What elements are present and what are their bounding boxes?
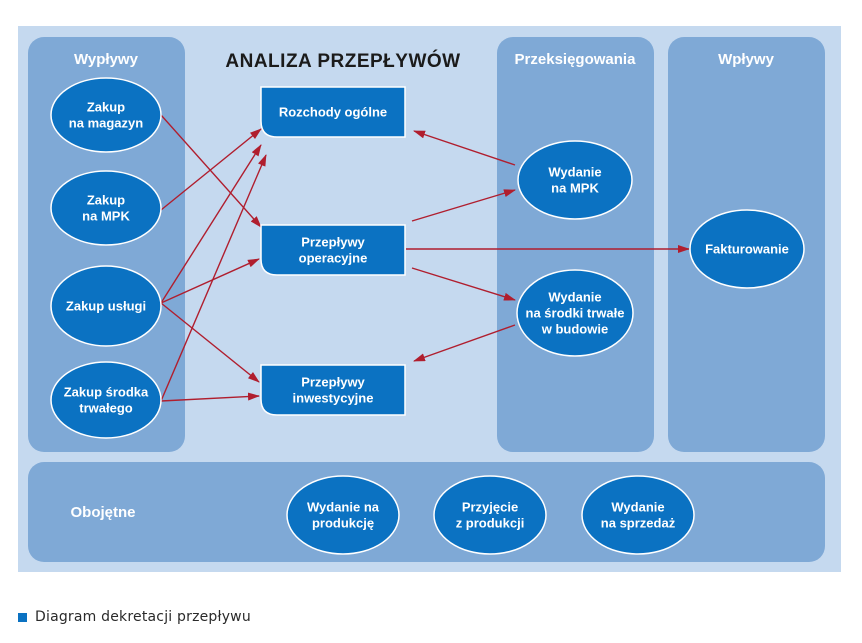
arrow-operacyjne-to-wydanie-srodki — [411, 267, 516, 301]
label-line: Wydanie na — [307, 500, 380, 515]
label-line: Wydanie — [548, 290, 601, 305]
label-line: Fakturowanie — [705, 242, 789, 257]
label-line: produkcję — [312, 516, 374, 531]
node-fakturowanie: Fakturowanie — [689, 209, 805, 289]
label-line: na magazyn — [69, 116, 143, 131]
label-line: Przyjęcie — [462, 500, 518, 515]
heading-wplywy: Wpływy — [718, 51, 774, 68]
label-line: inwestycyjne — [293, 391, 374, 406]
diagram-title: ANALIZA PRZEPŁYWÓW — [225, 50, 460, 72]
heading-obojetne: Obojętne — [70, 504, 135, 521]
label-line: Przepływy — [301, 235, 365, 250]
panel-przeksiegowania — [497, 37, 654, 452]
heading-wyplywy: Wypływy — [74, 51, 139, 68]
heading-przeksiegowania: Przeksięgowania — [515, 51, 637, 68]
arrow-wydanie-srodki-to-inwestycyjne — [413, 324, 516, 362]
arrow-zakup-uslugi-to-inwestycyjne — [160, 302, 260, 383]
arrow-operacyjne-to-wydanie-mpk — [411, 189, 516, 222]
label-line: na środki trwałe — [526, 306, 625, 321]
figure-caption: Diagram dekretacji przepływu — [18, 606, 251, 628]
label-line: na sprzedaż — [601, 516, 676, 531]
panel-obojetne — [28, 462, 825, 562]
label-line: na MPK — [551, 181, 599, 196]
label-line: w budowie — [541, 322, 608, 337]
flow-diagram: Wypływy Przeksięgowania Wpływy Obojętne … — [18, 26, 841, 572]
label-line: Zakup usługi — [66, 299, 146, 314]
label-line: Wydanie — [611, 500, 664, 515]
label-line: Wydanie — [548, 165, 601, 180]
arrow-zakup-uslugi-to-operacyjne — [160, 258, 260, 304]
label-line: Zakup środka — [64, 385, 149, 400]
caption-text: Diagram dekretacji przepływu — [35, 609, 251, 625]
box-rozchody-ogolne: Rozchody ogólne — [260, 86, 406, 138]
label-line: na MPK — [82, 209, 130, 224]
label-line: Zakup — [87, 193, 125, 208]
arrow-zakup-srodka-to-inwestycyjne — [160, 392, 260, 402]
arrow-zakup-uslugi-to-rozchody — [160, 144, 262, 304]
label-line: Przepływy — [301, 375, 365, 390]
node-zakup-uslugi: Zakup usługi — [50, 265, 162, 347]
arrow-zakup-magazyn-to-operacyjne — [160, 114, 262, 228]
arrows — [160, 114, 690, 402]
node-zakup-uslugi-label: Zakup usługi — [66, 299, 146, 314]
arrow-zakup-mpk-to-rozchody — [160, 128, 262, 211]
arrow-wydanie-mpk-to-rozchody — [413, 130, 516, 166]
node-fakturowanie-label: Fakturowanie — [705, 242, 789, 257]
caption-square-icon — [18, 612, 27, 622]
label-line: z produkcji — [456, 516, 525, 531]
arrow-zakup-srodka-to-rozchody — [160, 154, 267, 402]
label-line: Rozchody ogólne — [279, 105, 387, 120]
label-line: operacyjne — [299, 251, 368, 266]
box-rozchody-ogolne-label: Rozchody ogólne — [279, 105, 387, 120]
label-line: Zakup — [87, 100, 125, 115]
label-line: trwałego — [79, 401, 133, 416]
